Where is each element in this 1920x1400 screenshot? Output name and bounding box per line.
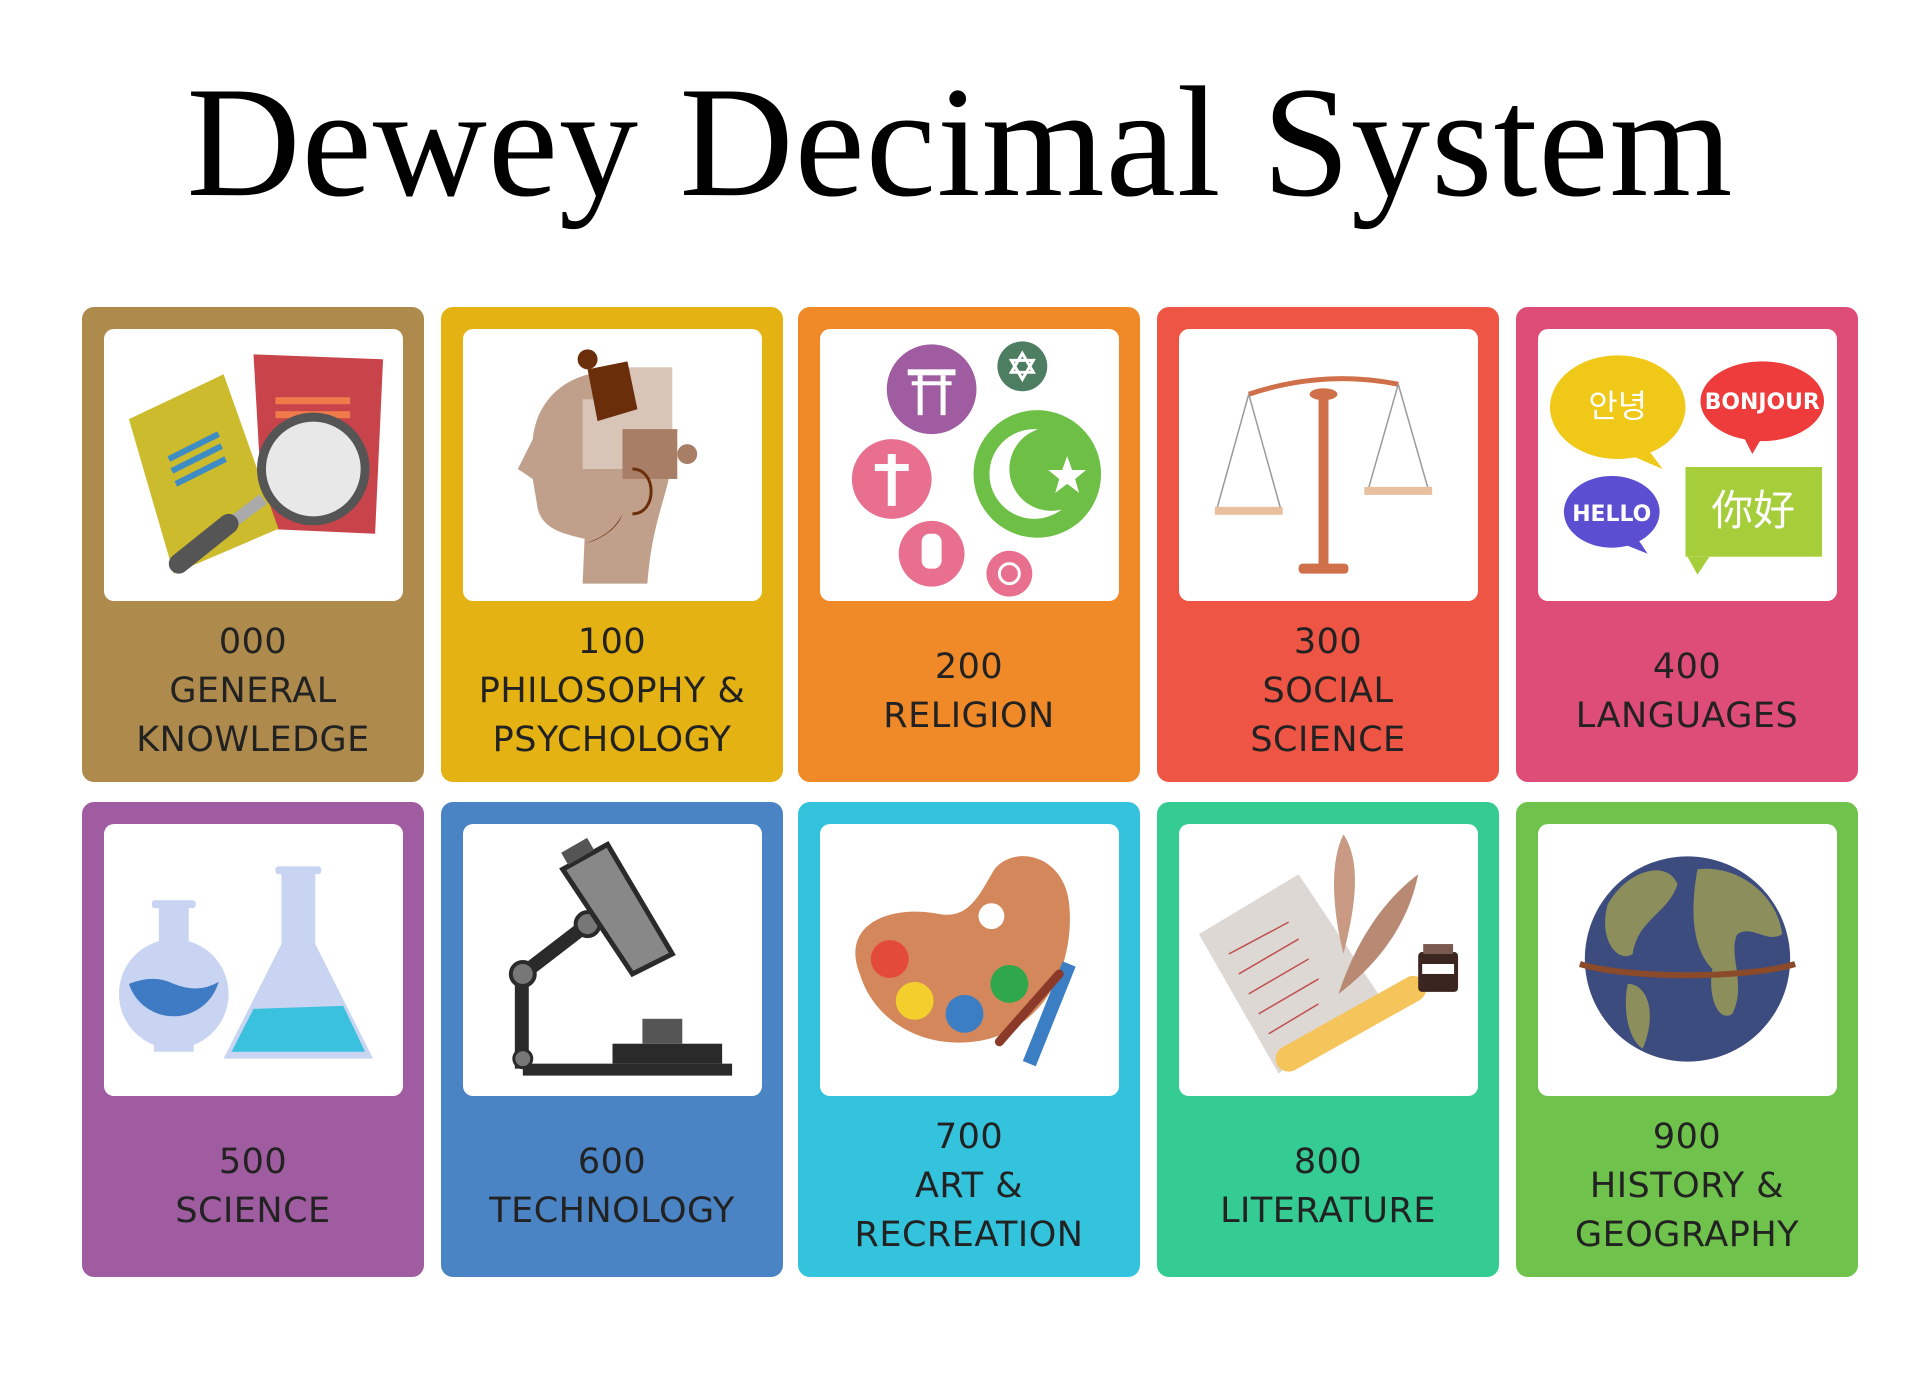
category-image (104, 329, 403, 601)
category-number: 700 (934, 1117, 1004, 1157)
category-name-line: RELIGION (883, 695, 1055, 736)
category-image (463, 329, 762, 601)
category-label: 500 SCIENCE (82, 1096, 424, 1277)
bubble-english: HELLO (1572, 502, 1651, 527)
category-label: 000 GENERAL KNOWLEDGE (82, 601, 424, 782)
category-name-line: SOCIAL (1262, 671, 1394, 711)
category-number: 900 (1652, 1117, 1722, 1157)
category-number: 100 (577, 622, 647, 662)
category-number: 400 (1652, 646, 1722, 687)
category-image (104, 824, 403, 1096)
category-image (1179, 824, 1478, 1096)
category-name-line: KNOWLEDGE (136, 720, 370, 760)
category-card-700: 700 ART & RECREATION (798, 802, 1140, 1277)
category-image (820, 329, 1119, 601)
category-card-100: 100 PHILOSOPHY & PSYCHOLOGY (441, 307, 783, 782)
page-title: Dewey Decimal System (186, 55, 1734, 230)
microscope-icon (508, 837, 733, 1076)
category-name-line: LANGUAGES (1575, 695, 1799, 736)
category-name-line: SCIENCE (1250, 720, 1406, 760)
category-name-line: ART & (914, 1166, 1023, 1206)
religious-symbols-icon (851, 341, 1102, 597)
category-number: 300 (1293, 622, 1363, 662)
paint-palette-icon (855, 856, 1076, 1067)
head-puzzle-icon (517, 349, 698, 584)
globe-icon (1578, 856, 1797, 1062)
category-card-400: 안녕 BONJOUR HELLO 你好 400 LANGUAGES (1516, 307, 1858, 782)
bubble-chinese: 你好 (1711, 486, 1795, 535)
flasks-icon (118, 866, 374, 1059)
category-image (1179, 329, 1478, 601)
category-image (463, 824, 762, 1096)
category-label: 900 HISTORY & GEOGRAPHY (1516, 1096, 1858, 1277)
bubble-french: BONJOUR (1705, 390, 1820, 415)
category-label: 200 RELIGION (798, 601, 1140, 782)
category-label: 400 LANGUAGES (1516, 601, 1858, 782)
category-name-line: GENERAL (169, 671, 337, 711)
category-card-800: 800 LITERATURE (1157, 802, 1499, 1277)
category-number: 600 (577, 1141, 647, 1182)
category-label: 600 TECHNOLOGY (441, 1096, 783, 1277)
category-image (820, 824, 1119, 1096)
category-card-500: 500 SCIENCE (82, 802, 424, 1277)
category-card-600: 600 TECHNOLOGY (441, 802, 783, 1277)
category-number: 800 (1293, 1141, 1363, 1182)
category-image (1538, 824, 1837, 1096)
documents-magnifier-icon (128, 354, 384, 574)
category-label: 800 LITERATURE (1157, 1096, 1499, 1277)
category-image: 안녕 BONJOUR HELLO 你好 (1538, 329, 1837, 601)
category-number: 500 (218, 1141, 288, 1182)
category-label: 700 ART & RECREATION (798, 1096, 1140, 1277)
category-card-300: 300 SOCIAL SCIENCE (1157, 307, 1499, 782)
category-card-900: 900 HISTORY & GEOGRAPHY (1516, 802, 1858, 1277)
category-name-line: TECHNOLOGY (489, 1190, 735, 1231)
scroll-quill-icon (1198, 834, 1459, 1074)
category-name-line: PSYCHOLOGY (492, 720, 732, 760)
balance-scale-icon (1214, 376, 1433, 574)
bubble-korean: 안녕 (1588, 387, 1647, 425)
category-name-line: PHILOSOPHY & (478, 671, 746, 711)
category-label: 300 SOCIAL SCIENCE (1157, 601, 1499, 782)
category-name-line: HISTORY & (1589, 1166, 1785, 1206)
category-name-line: SCIENCE (175, 1190, 331, 1231)
category-number: 200 (934, 646, 1004, 687)
speech-bubbles-icon: 안녕 BONJOUR HELLO 你好 (1549, 355, 1825, 575)
category-name-line: RECREATION (854, 1215, 1084, 1255)
category-card-000: 000 GENERAL KNOWLEDGE (82, 307, 424, 782)
category-name-line: GEOGRAPHY (1574, 1215, 1800, 1255)
category-number: 000 (218, 622, 288, 662)
category-name-line: LITERATURE (1220, 1190, 1436, 1231)
category-label: 100 PHILOSOPHY & PSYCHOLOGY (441, 601, 783, 782)
category-card-200: 200 RELIGION (798, 307, 1140, 782)
